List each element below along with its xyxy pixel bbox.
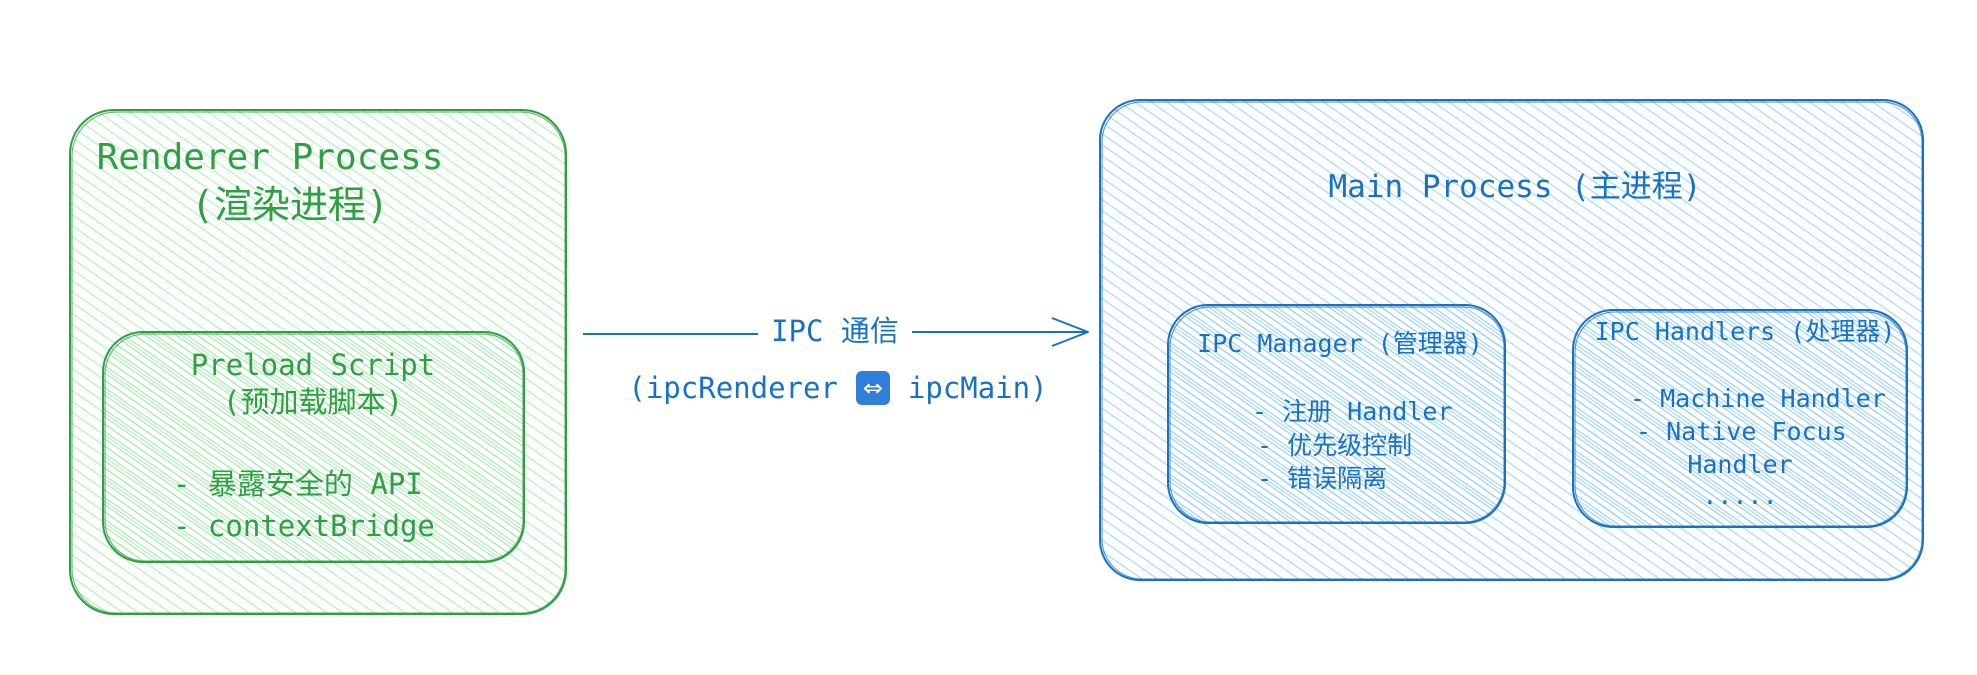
preload-title: Preload Script (190, 348, 436, 382)
handlers-item: - Machine Handler (1630, 384, 1886, 413)
renderer-title: Renderer Process (96, 137, 444, 178)
ipc-sublabel-right: ipcMain) (907, 371, 1048, 405)
preload-subtitle: (预加载脚本) (223, 385, 403, 419)
preload-item: - 暴露安全的 API (173, 467, 423, 501)
handlers-item: Handler (1687, 450, 1793, 479)
ipc-label: IPC 通信 (771, 314, 899, 348)
preload-item: - contextBridge (173, 509, 435, 543)
ipc-sublabel-left: (ipcRenderer (628, 371, 838, 405)
main-title: Main Process (主进程) (1328, 169, 1702, 205)
left-right-arrow-icon: ⇔ (855, 371, 890, 405)
manager-item: - 优先级控制 (1257, 431, 1413, 460)
renderer-subtitle: (渲染进程) (191, 183, 389, 227)
handlers-item: - Native Focus (1636, 417, 1847, 446)
ipc-manager-box (1167, 304, 1506, 524)
handlers-item: ..... (1702, 481, 1778, 510)
ipc-handlers-box (1572, 309, 1908, 528)
preload-script-box (102, 331, 525, 563)
manager-title: IPC Manager (管理器) (1197, 329, 1483, 358)
manager-item: - 错误隔离 (1257, 464, 1388, 493)
ipc-arrow (583, 317, 1089, 347)
ipc-sublabel: (ipcRenderer ⇔ ipcMain) (598, 366, 1078, 410)
manager-item: - 注册 Handler (1252, 397, 1453, 426)
handlers-title: IPC Handlers (处理器) (1594, 317, 1896, 346)
